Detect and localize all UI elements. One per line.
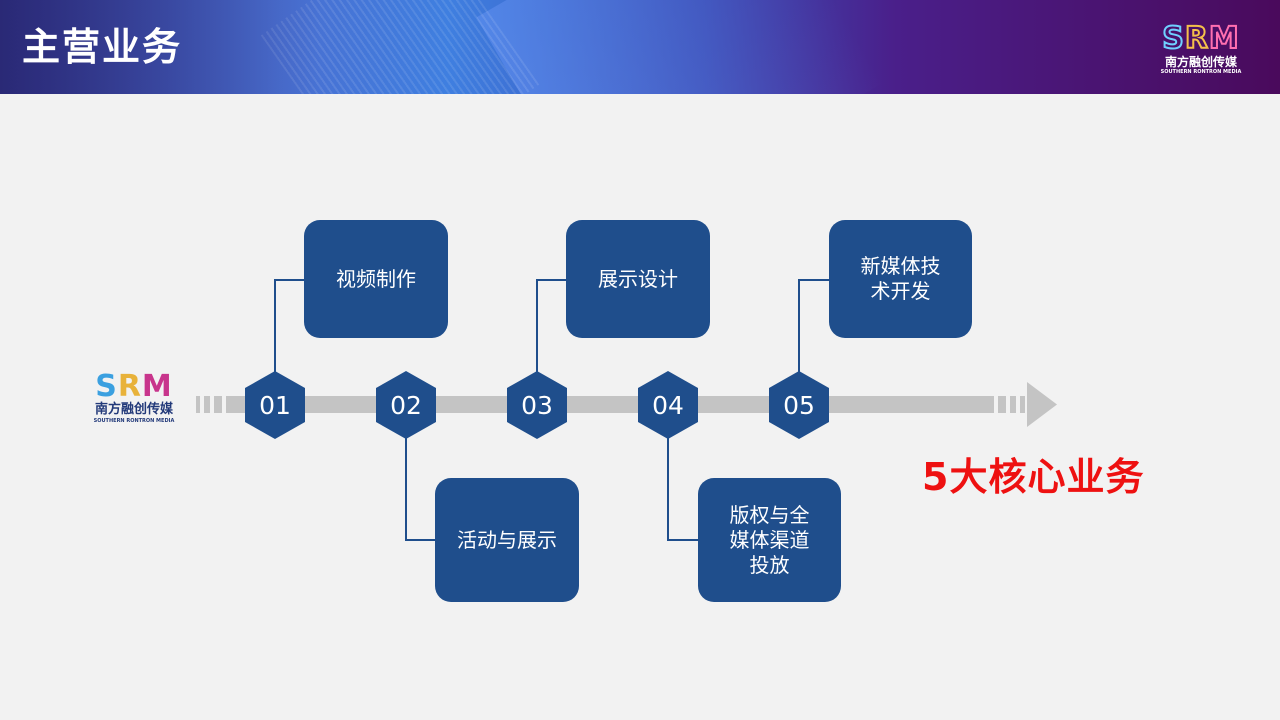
- timeline-arrow: [196, 382, 1057, 427]
- step-marker-05: 05: [769, 371, 829, 439]
- brand-logo-timeline: SRM 南方融创传媒 SOUTHERN RONTRON MEDIA: [86, 372, 182, 424]
- logo-letters: SRM: [1161, 21, 1240, 56]
- page-title: 主营业务: [22, 25, 183, 69]
- step-marker-03: 03: [507, 371, 567, 439]
- logo-letters: SRM: [95, 369, 173, 404]
- service-box-exhibition-design: 展示设计: [566, 220, 710, 338]
- brand-logo-header: SRM 南方融创传媒 SOUTHERN RONTRON MEDIA: [1156, 21, 1246, 75]
- core-business-summary: 5大核心业务: [922, 455, 1145, 499]
- service-box-copyright-distribution: 版权与全媒体渠道投放: [698, 478, 841, 602]
- logo-english-name: SOUTHERN RONTRON MEDIA: [93, 418, 175, 424]
- service-box-video-production: 视频制作: [304, 220, 448, 338]
- connector-lines: [274, 279, 829, 541]
- service-box-events-exhibitions: 活动与展示: [435, 478, 579, 602]
- header-shade: [0, 0, 320, 94]
- logo-chinese-name: 南方融创传媒: [94, 402, 173, 417]
- step-marker-02: 02: [376, 371, 436, 439]
- service-box-new-media-tech: 新媒体技术开发: [829, 220, 972, 338]
- step-marker-04: 04: [638, 371, 698, 439]
- logo-english-name: SOUTHERN RONTRON MEDIA: [1160, 69, 1242, 75]
- header-banner: [0, 0, 1280, 94]
- logo-chinese-name: 南方融创传媒: [1164, 55, 1237, 69]
- step-marker-01: 01: [245, 371, 305, 439]
